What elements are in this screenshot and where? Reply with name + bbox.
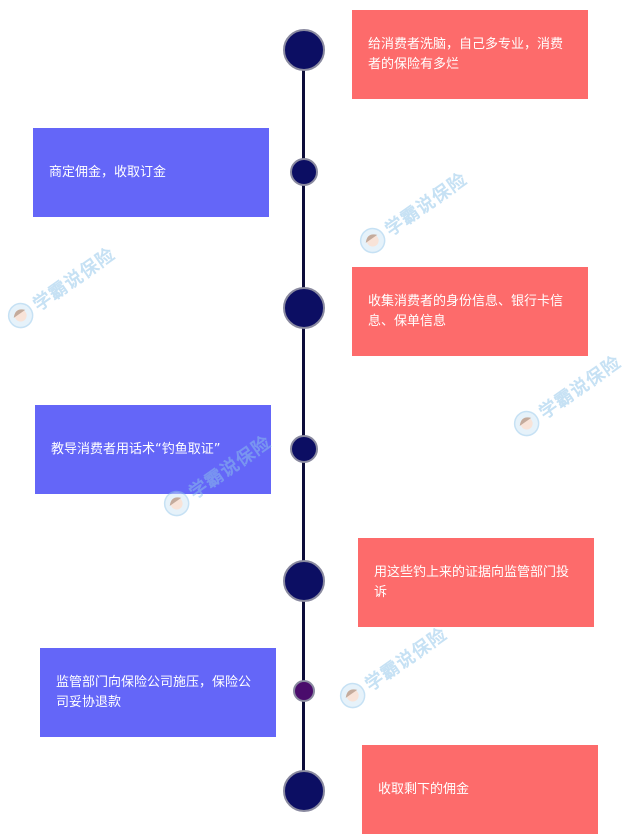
watermark-logo-icon [339,682,366,709]
step-text-2: 商定佣金，收取订金 [49,164,167,180]
timeline-node-7 [283,770,325,812]
step-text-5: 用这些钓上来的证据向监管部门投诉 [374,564,570,600]
watermark-logo-icon [359,227,386,254]
step-text-4: 教导消费者用话术“钓鱼取证” [51,441,221,457]
watermark-text: 学霸说保险 [535,351,626,424]
step-card-2: 商定佣金，收取订金 [33,128,269,217]
timeline-node-5 [283,560,325,602]
watermark-3: 学霸说保险 [509,349,626,442]
step-text-7: 收取剩下的佣金 [378,781,470,797]
timeline-line [302,48,305,793]
timeline-node-2 [290,158,318,186]
step-card-5: 用这些钓上来的证据向监管部门投诉 [358,538,594,627]
watermark-text: 学霸说保险 [29,243,120,316]
timeline-node-1 [283,29,325,71]
watermark-logo-icon [7,302,34,329]
step-card-3: 收集消费者的身份信息、银行卡信息、保单信息 [352,267,588,356]
step-text-3: 收集消费者的身份信息、银行卡信息、保单信息 [368,293,564,329]
step-card-1: 给消费者洗脑，自己多专业，消费者的保险有多烂 [352,10,588,99]
timeline-node-3 [283,287,325,329]
watermark-text: 学霸说保险 [361,623,452,696]
timeline-node-6 [293,680,315,702]
watermark-text: 学霸说保险 [381,168,472,241]
step-card-6: 监管部门向保险公司施压，保险公司妥协退款 [40,648,276,737]
step-text-1: 给消费者洗脑，自己多专业，消费者的保险有多烂 [368,36,564,72]
watermark-logo-icon [163,490,190,517]
step-card-7: 收取剩下的佣金 [362,745,598,834]
step-text-6: 监管部门向保险公司施压，保险公司妥协退款 [56,674,252,710]
watermark-4: 学霸说保险 [159,429,276,522]
watermark-logo-icon [513,410,540,437]
watermark-2: 学霸说保险 [355,166,472,259]
timeline-node-4 [290,435,318,463]
step-card-4: 教导消费者用话术“钓鱼取证” [35,405,271,494]
watermark-5: 学霸说保险 [335,621,452,714]
watermark-1: 学霸说保险 [3,241,120,334]
